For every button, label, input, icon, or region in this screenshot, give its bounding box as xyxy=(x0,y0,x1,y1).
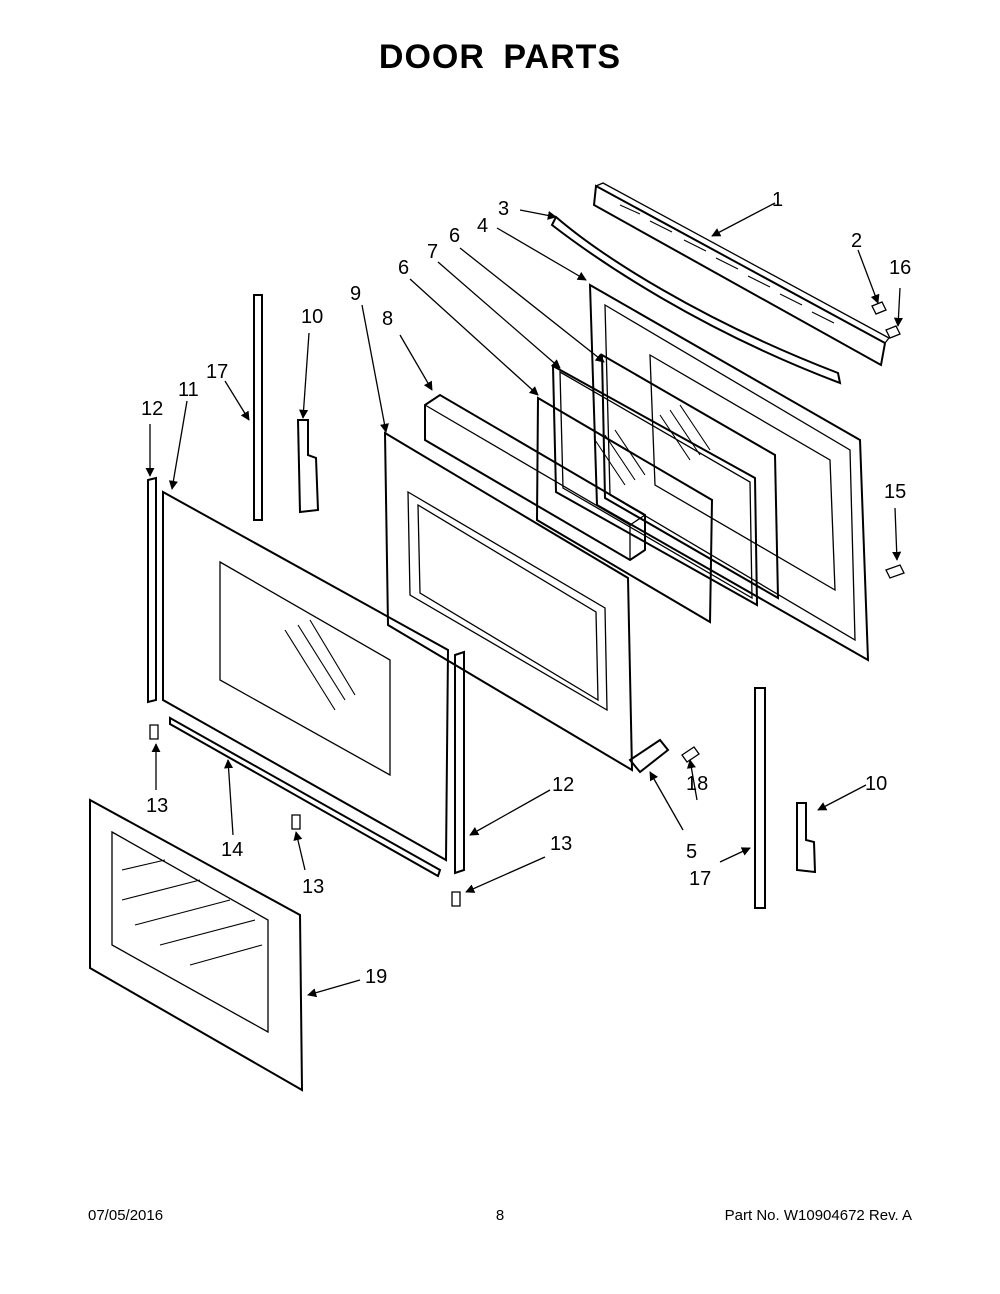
part-hinge-left xyxy=(296,419,320,514)
part-screw-15 xyxy=(885,564,905,579)
part-screw-13-left xyxy=(149,724,159,740)
footer-page-number: 8 xyxy=(495,1207,505,1224)
footer-date: 07/05/2016 xyxy=(88,1207,164,1224)
part-side-trim-left xyxy=(147,476,157,704)
callout-2: 2 xyxy=(851,230,862,252)
callout-17-left: 17 xyxy=(206,361,228,383)
part-outer-glass-panel xyxy=(89,798,304,1092)
callout-6-upper: 6 xyxy=(449,225,460,247)
page-title: DOOR PARTS xyxy=(378,38,622,76)
part-handle-bracket xyxy=(550,215,842,385)
part-hinge-receiver-left xyxy=(253,294,263,521)
footer-part-number: Part No. W10904672 Rev. A xyxy=(724,1207,912,1224)
callout-11: 11 xyxy=(178,379,199,401)
part-glass-pack xyxy=(551,364,759,607)
callout-4: 4 xyxy=(477,215,488,237)
callout-5: 5 xyxy=(686,841,697,863)
callout-15: 15 xyxy=(884,481,906,503)
callout-9: 9 xyxy=(350,283,361,305)
callout-6-lower: 6 xyxy=(398,257,409,279)
part-insulation xyxy=(424,393,646,562)
callout-7: 7 xyxy=(427,241,438,263)
callout-12-right: 12 xyxy=(552,774,574,796)
callout-1: 1 xyxy=(772,189,783,211)
callout-12-left: 12 xyxy=(141,398,163,420)
part-vent-trim xyxy=(592,182,890,367)
part-door-frame xyxy=(162,490,450,862)
part-inner-glass xyxy=(535,396,714,624)
callout-18: 18 xyxy=(686,773,708,795)
part-screw-18 xyxy=(681,746,700,763)
part-screw-2 xyxy=(871,301,887,315)
callout-13-center: 13 xyxy=(302,876,324,898)
part-hinge-bracket xyxy=(628,738,670,774)
part-screw-13-center xyxy=(291,814,301,830)
callout-13-right: 13 xyxy=(550,833,572,855)
callout-8: 8 xyxy=(382,308,393,330)
part-screw-13-right xyxy=(451,891,461,907)
callout-17-right: 17 xyxy=(689,868,711,890)
part-inner-door-liner xyxy=(383,431,634,772)
callout-19: 19 xyxy=(365,966,387,988)
part-side-trim-right xyxy=(454,650,465,875)
callout-14: 14 xyxy=(221,839,243,861)
callout-16: 16 xyxy=(889,257,911,279)
part-screw-16 xyxy=(885,325,901,339)
part-door-glass-rear xyxy=(600,353,780,600)
callout-10-right: 10 xyxy=(865,773,887,795)
callout-13-left: 13 xyxy=(146,795,168,817)
callout-labels: 1 2 3 5 4 6 6 7 8 9 10 10 11 12 12 13 13… xyxy=(141,189,911,988)
part-outer-door-panel xyxy=(588,283,870,662)
callout-3: 3 xyxy=(498,198,509,220)
callout-10-left: 10 xyxy=(301,306,323,328)
leader-lines xyxy=(145,202,903,998)
part-hinge-right xyxy=(796,802,817,874)
part-bottom-trim xyxy=(169,716,442,878)
part-hinge-receiver-right xyxy=(754,687,766,909)
